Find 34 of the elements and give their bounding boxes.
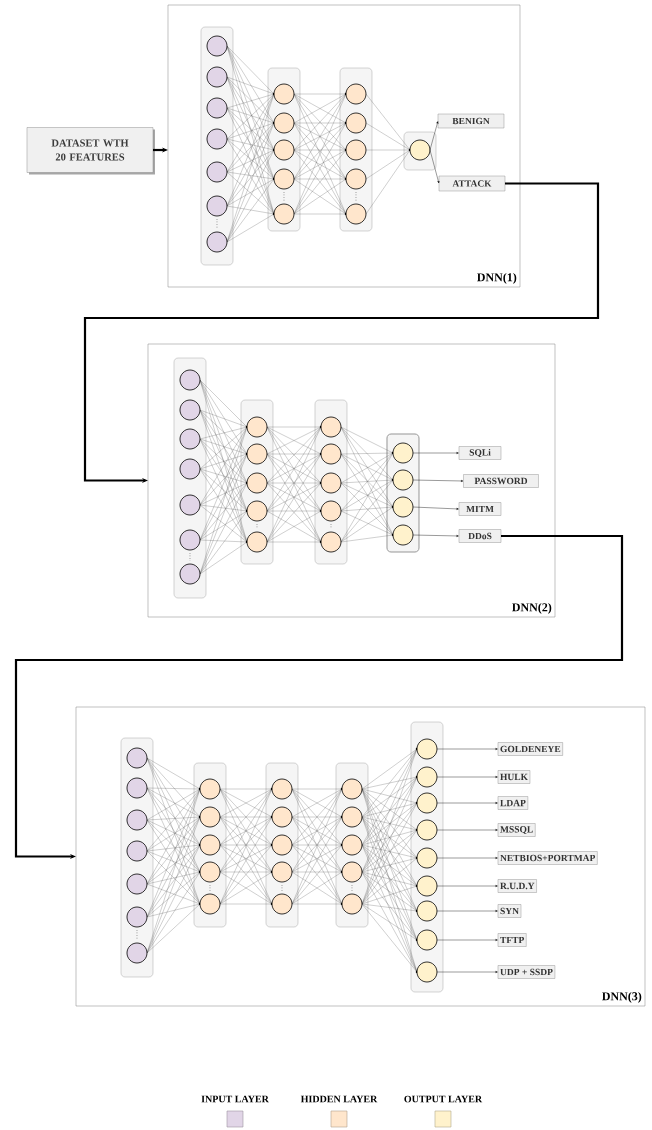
- arrow: [436, 776, 498, 778]
- class-label-box: LDAP: [497, 796, 529, 810]
- class-label-box: PASSWORD: [463, 474, 539, 488]
- class-label-box: HULK: [497, 770, 531, 784]
- class-label-box: R.U.D.Y: [497, 879, 537, 893]
- legend-label: OUTPUT LAYER: [404, 1095, 483, 1103]
- arrow: [436, 939, 498, 941]
- legend-label: INPUT LAYER: [201, 1095, 269, 1103]
- arrow: [412, 452, 459, 454]
- legend-label: HIDDEN LAYER: [300, 1095, 378, 1103]
- arrow: [436, 802, 498, 804]
- arrow: [412, 506, 459, 510]
- arrow: [429, 121, 439, 151]
- input-box: DATASET WTH 20 FEATURES: [26, 127, 155, 175]
- class-label-box: SQLi: [458, 446, 502, 460]
- arrow: [436, 971, 498, 973]
- arrow: [429, 149, 440, 184]
- class-label-box: GOLDENEYE: [497, 742, 563, 756]
- class-label-box: UDP + SSDP: [497, 965, 556, 979]
- arrow: [436, 910, 498, 912]
- arrow: [436, 829, 498, 831]
- class-label-box: NETBIOS+PORTMAP: [497, 851, 598, 865]
- arrow: [436, 748, 498, 750]
- class-label-box: MSSQL: [497, 823, 536, 837]
- class-label-box: DDoS: [458, 529, 502, 543]
- arrow: [412, 534, 459, 537]
- arrow: [436, 885, 498, 887]
- class-label-box: SYN: [497, 904, 522, 918]
- arrow: [436, 857, 498, 859]
- arrow: [412, 479, 464, 482]
- class-label-box: BENIGN: [437, 113, 505, 129]
- class-label-box: MITM: [458, 502, 502, 516]
- class-label-box: ATTACK: [438, 175, 506, 192]
- class-label-box: TFTP: [497, 933, 527, 947]
